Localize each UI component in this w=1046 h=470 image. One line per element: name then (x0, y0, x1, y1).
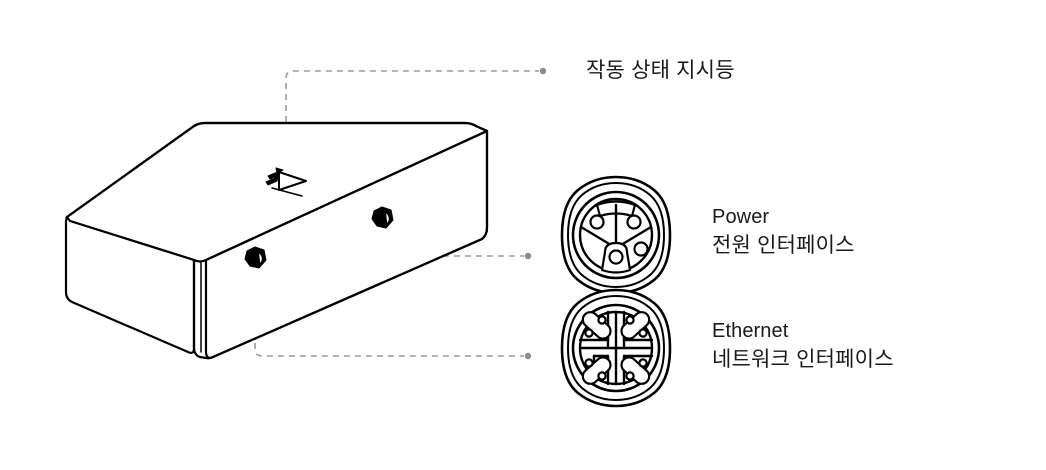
ethernet-pin-br-2 (638, 358, 648, 368)
leader-line-status-indicator (285, 70, 539, 188)
ethernet-pin-tl-1 (584, 328, 594, 338)
device-right-end-edge (463, 121, 489, 230)
power-pin-4 (608, 249, 624, 265)
ethernet-pin-bl-1 (584, 358, 594, 368)
ethernet-connector-icon (560, 288, 672, 408)
power-pin-2 (626, 214, 642, 230)
device-body-group (64, 121, 489, 360)
ethernet-pin-tr-2 (638, 328, 648, 338)
callout-ethernet-en: Ethernet (712, 320, 789, 342)
led-indicator-mark (265, 167, 307, 197)
device-top-back-edge (65, 121, 467, 219)
connector-boss-power (371, 206, 394, 229)
ethernet-pin-bl-2 (597, 371, 607, 381)
ethernet-shell-inner (567, 295, 665, 401)
boss-ethernet-shadow (251, 247, 261, 267)
device-left-seam-edge (192, 258, 208, 360)
power-pin-3 (633, 241, 649, 257)
ethernet-pod-top-right (620, 311, 651, 340)
led-cathode-bar (271, 187, 303, 197)
callout-status-indicator-ko: 작동 상태 지시등 (586, 59, 735, 82)
connector-boss-ethernet (244, 246, 267, 269)
ethernet-pod-top-left (581, 311, 612, 340)
boss-power-shadow (378, 207, 388, 227)
callout-power-ko: 전원 인터페이스 (712, 234, 855, 258)
leader-line-ethernet (254, 277, 524, 357)
power-connector-icon (560, 175, 672, 295)
leader-dot-ethernet (524, 352, 532, 360)
power-shell-inner (567, 182, 665, 288)
led-diode-triangle (278, 171, 307, 191)
ethernet-pod-bottom-left (581, 356, 612, 385)
device-top-front-fold (204, 129, 489, 262)
ethernet-pin-tl-2 (597, 315, 607, 325)
power-pin-1 (589, 214, 605, 230)
ethernet-pin-br-1 (625, 371, 635, 381)
ethernet-pod-bottom-right (620, 356, 651, 385)
callout-ethernet-ko: 네트워크 인터페이스 (712, 348, 894, 372)
leader-dot-power (524, 252, 532, 260)
callout-ethernet: Ethernet 네트워크 인터페이스 (712, 317, 894, 375)
ethernet-pin-tr-1 (625, 315, 635, 325)
callout-power: Power 전원 인터페이스 (712, 203, 855, 261)
callout-status-indicator: 작동 상태 지시등 (586, 58, 735, 83)
leader-dot-status-indicator (539, 67, 547, 75)
callout-power-en: Power (712, 206, 770, 228)
device-front-bottom-edge (204, 226, 489, 360)
